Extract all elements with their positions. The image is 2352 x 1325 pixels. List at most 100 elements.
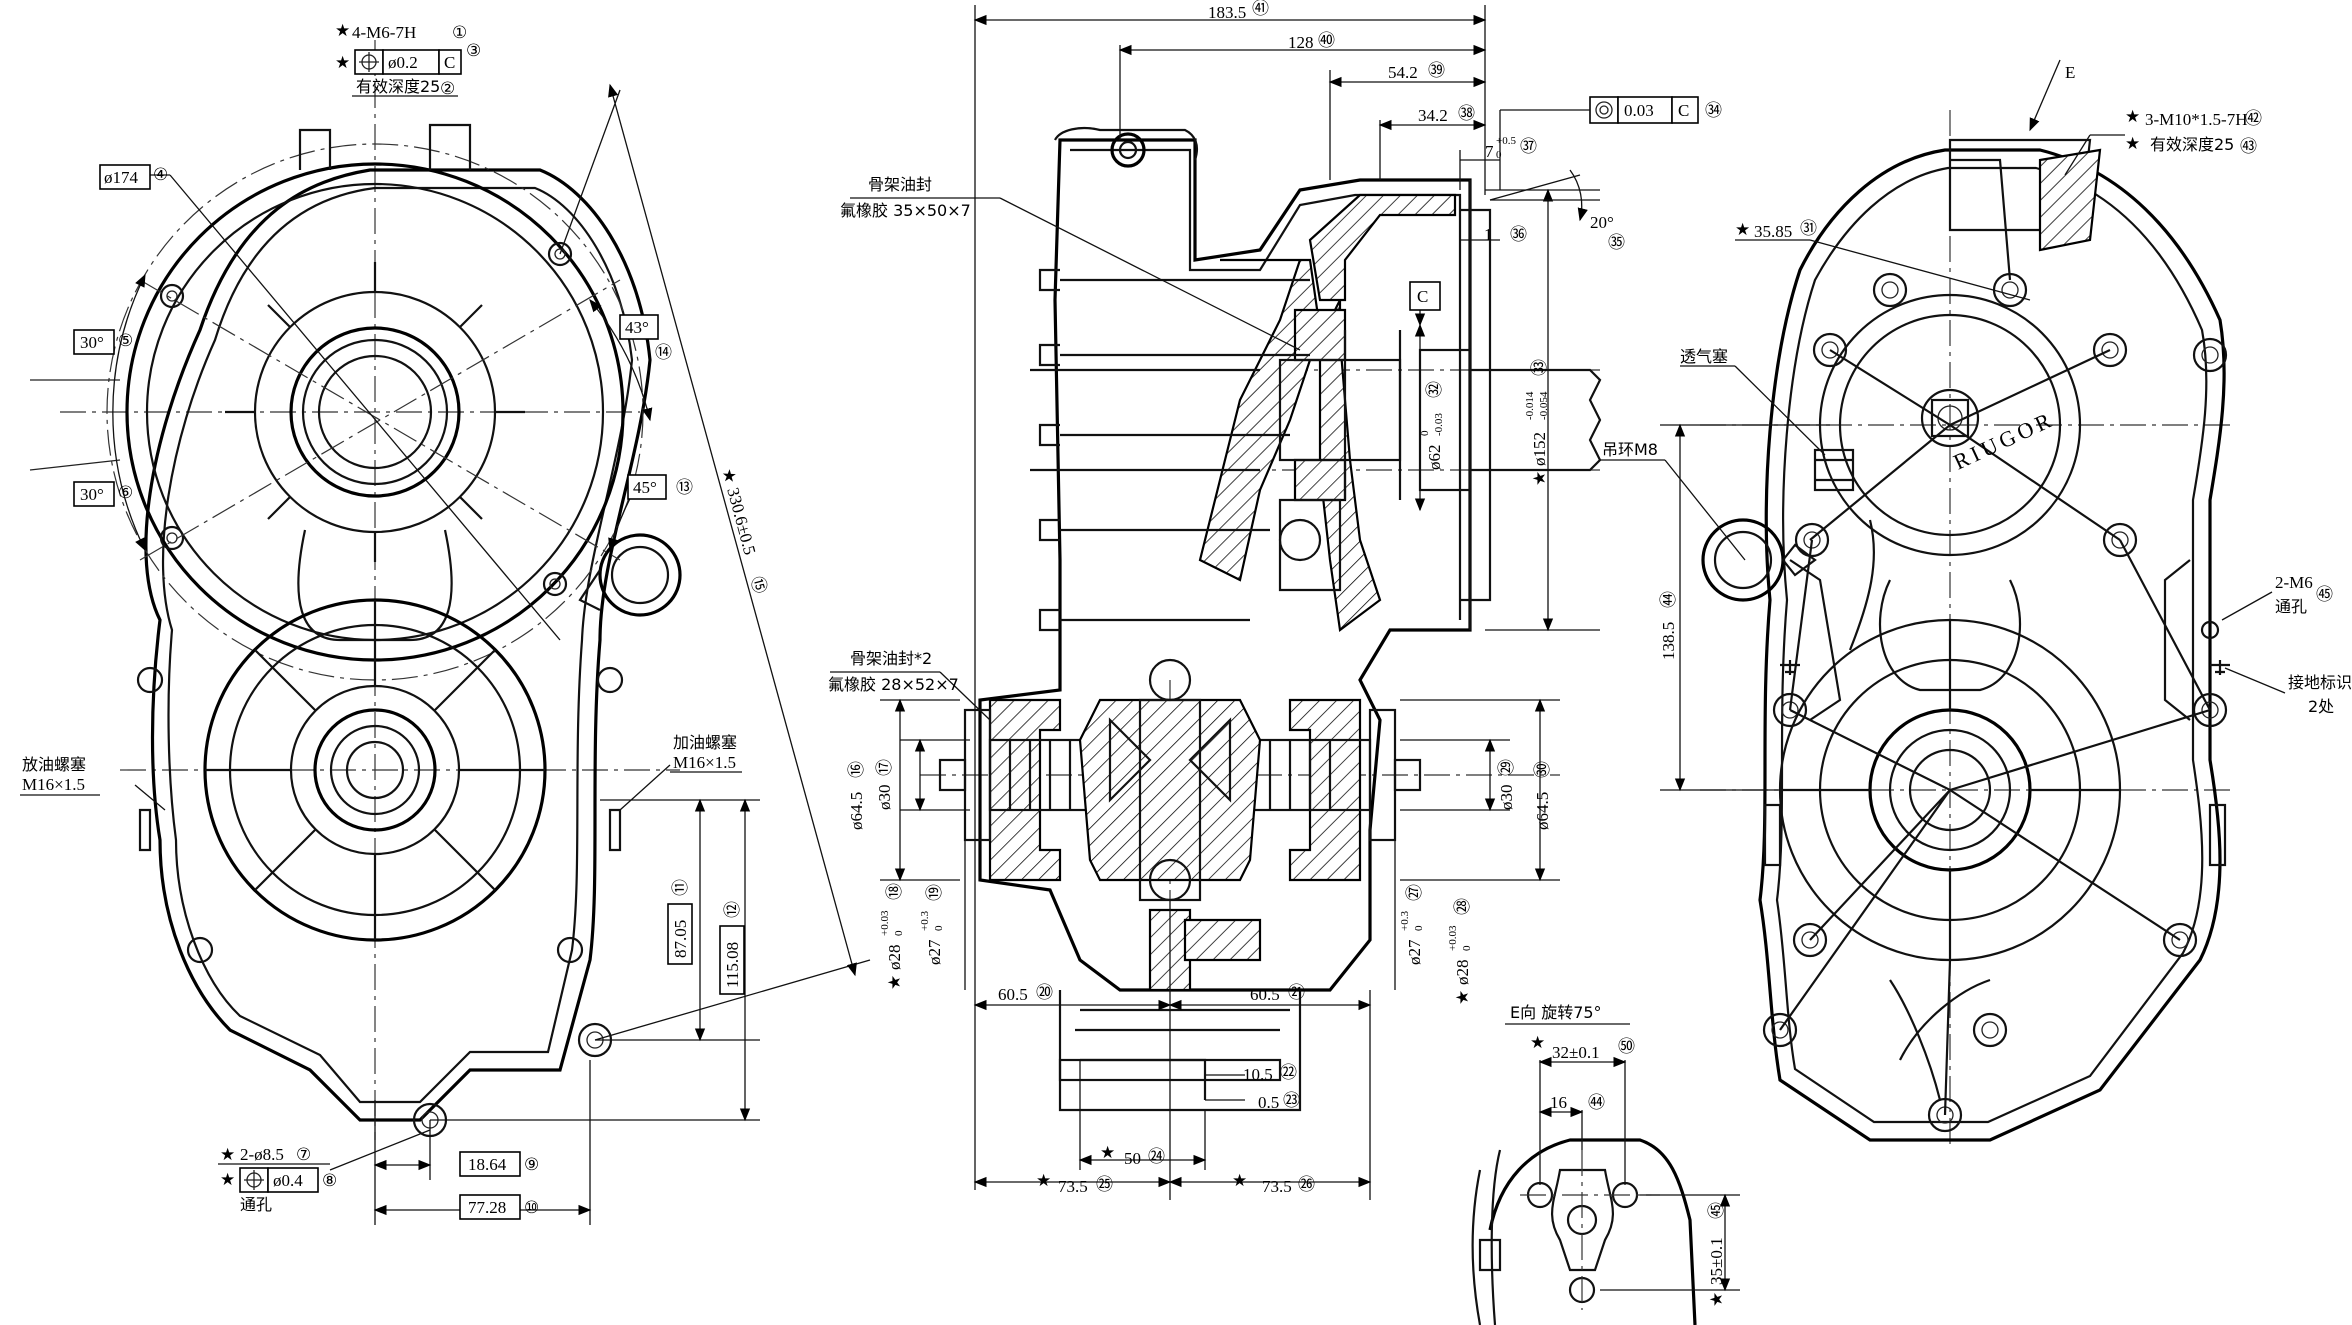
seal-bottom-spec: 氟橡胶 28×52×7 bbox=[828, 675, 959, 694]
right-view: E ★ 3-M10*1.5-7H ㊷ ★ 有效深度25 ㊸ ★ 35.85 ㉛ … bbox=[1600, 59, 2352, 1150]
mid-d-50-ref: ㉔ bbox=[1148, 1147, 1165, 1166]
star-mark: ★ bbox=[1036, 1171, 1051, 1191]
angle-30b-box bbox=[73, 481, 115, 507]
mid-runout-ref: ㉞ bbox=[1705, 101, 1722, 120]
svg-text:★: ★ bbox=[1707, 1292, 1727, 1307]
mid-d-152-label: ★ ø152 -0.014 -0.054 ㉝ bbox=[1524, 359, 1550, 486]
star-mark: ★ bbox=[1232, 1171, 1247, 1191]
mid-datum-c: C bbox=[1417, 287, 1428, 306]
runout-icon bbox=[1595, 101, 1613, 119]
star-mark: ★ bbox=[1530, 1033, 1545, 1053]
svg-text:㉗: ㉗ bbox=[1405, 884, 1424, 901]
ground-mark-count: 2处 bbox=[2308, 697, 2334, 716]
mid-d-7-tol: +0.5 bbox=[1496, 135, 1516, 147]
right-d-3585-ref: ㉛ bbox=[1800, 219, 1817, 238]
svg-text:ø152: ø152 bbox=[1530, 432, 1549, 466]
svg-text:ø30: ø30 bbox=[1497, 785, 1516, 811]
fill-plug-spec: M16×1.5 bbox=[673, 753, 736, 772]
mid-d-1835: 183.5 bbox=[1208, 3, 1246, 22]
mid-d-30-right-label: ø30 ㉙ bbox=[1497, 759, 1516, 810]
mid-d-342: 34.2 bbox=[1418, 106, 1448, 125]
detail-view-title: E向 旋转75° bbox=[1510, 1003, 1602, 1022]
right-bolt-holes bbox=[1762, 272, 2228, 1133]
mid-d-105-ref: ㉒ bbox=[1280, 1063, 1297, 1082]
left-hole-ref: ⑦ bbox=[296, 1145, 311, 1164]
left-angle-45-ref: ⑬ bbox=[676, 478, 693, 497]
left-dist-330: 330.6±0.5 bbox=[723, 485, 759, 556]
svg-text:㉝: ㉝ bbox=[1530, 359, 1549, 376]
right-depth-ref: ㊸ bbox=[2240, 137, 2257, 156]
mid-d-27-right-label: ø27 +0.3 0 ㉗ bbox=[1399, 884, 1425, 965]
dim-11508-label: 115.08 ⑫ bbox=[719, 901, 745, 995]
svg-text:ø28: ø28 bbox=[1453, 960, 1472, 986]
star-mark: ★ bbox=[1735, 220, 1750, 240]
detail-view-e: E向 旋转75° ★ 32±0.1 ㊿ 16 ㊹ ★ 35±0.1 ㊺ bbox=[1471, 1003, 1740, 1325]
mid-d-7-tol2: 0 bbox=[1496, 149, 1502, 161]
svg-text:ø64.5: ø64.5 bbox=[1533, 792, 1552, 830]
detail-d-32: 32±0.1 bbox=[1552, 1043, 1600, 1062]
right-thread-spec: 3-M10*1.5-7H bbox=[2145, 110, 2247, 129]
drain-plug-spec: M16×1.5 bbox=[22, 775, 85, 794]
mid-d-735-left-ref: ㉕ bbox=[1096, 1175, 1113, 1194]
svg-text:㊹: ㊹ bbox=[1659, 591, 1678, 608]
angle-45-box bbox=[627, 474, 667, 500]
mid-d-605-left-ref: ⑳ bbox=[1036, 983, 1053, 1002]
svg-text:★: ★ bbox=[1453, 990, 1473, 1005]
svg-text:㉘: ㉘ bbox=[1453, 898, 1472, 915]
svg-text:-0.014: -0.014 bbox=[1524, 391, 1536, 420]
svg-text:ø64.5: ø64.5 bbox=[847, 792, 866, 830]
left-datum-ref: ③ bbox=[466, 41, 481, 60]
svg-text:138.5: 138.5 bbox=[1659, 622, 1678, 660]
fill-plug-label: 加油螺塞 bbox=[673, 733, 737, 752]
mid-d-28-right-label: ★ ø28 +0.03 0 ㉘ bbox=[1447, 898, 1473, 1005]
left-angle-30a: 30° bbox=[80, 333, 104, 352]
middle-view: C 183.5 ㊶ 128 ㊵ 54.2 ㊴ bbox=[828, 0, 1722, 1200]
detail-d-35-label: ★ 35±0.1 ㊺ bbox=[1707, 1202, 1727, 1307]
svg-text:⑰: ⑰ bbox=[875, 759, 894, 776]
svg-text:ø62: ø62 bbox=[1425, 445, 1444, 471]
mid-d-605-right-ref: ㉑ bbox=[1288, 983, 1305, 1002]
left-depth-ref: ② bbox=[440, 79, 455, 98]
star-mark: ★ bbox=[335, 53, 350, 73]
mid-d-605-left: 60.5 bbox=[998, 985, 1028, 1004]
svg-text:0: 0 bbox=[1413, 925, 1425, 931]
mid-d-28-left-label: ★ ø28 +0.03 0 ⑱ bbox=[879, 883, 905, 990]
right-hole-ref: ㊺ bbox=[2316, 585, 2333, 604]
svg-text:⑪: ⑪ bbox=[671, 879, 690, 896]
svg-text:-0.03: -0.03 bbox=[1433, 413, 1445, 436]
left-dia-174: ø174 bbox=[104, 168, 139, 187]
left-hole-tol-ref: ⑧ bbox=[322, 1171, 337, 1190]
star-mark: ★ bbox=[2125, 107, 2140, 127]
star-mark: ★ bbox=[1100, 1143, 1115, 1163]
svg-text:★: ★ bbox=[885, 975, 905, 990]
left-dist-330-ref: ⑮ bbox=[747, 574, 770, 595]
detail-d-16: 16 bbox=[1550, 1093, 1567, 1112]
left-view: ★ 4-M6-7H ① ★ ø0.2 C ③ 有效深度25 ② ø174 ④ 3… bbox=[20, 21, 871, 1225]
svg-text:0: 0 bbox=[893, 930, 905, 936]
mid-d-645-left-label: ø64.5 ⑯ bbox=[847, 761, 866, 830]
mid-d-735-right: 73.5 bbox=[1262, 1177, 1292, 1196]
svg-text:-0.054: -0.054 bbox=[1538, 391, 1550, 420]
left-through-label: 通孔 bbox=[240, 1195, 272, 1214]
mid-d-50: 50 bbox=[1124, 1149, 1141, 1168]
svg-text:+0.03: +0.03 bbox=[1447, 925, 1459, 951]
mid-d-05: 0.5 bbox=[1258, 1093, 1279, 1112]
svg-text:ø27: ø27 bbox=[1405, 939, 1424, 965]
mid-d-605-right: 60.5 bbox=[1250, 985, 1280, 1004]
mid-d-7-ref: ㊲ bbox=[1520, 137, 1537, 156]
left-depth-note: 有效深度25 bbox=[356, 77, 440, 96]
detail-d-32-ref: ㊿ bbox=[1618, 1037, 1635, 1056]
mid-runout-datum: C bbox=[1678, 101, 1689, 120]
mid-d-05-ref: ㉓ bbox=[1283, 1091, 1300, 1110]
left-hole-spec: 2-ø8.5 bbox=[240, 1145, 284, 1164]
mid-d-645-right-label: ø64.5 ㉚ bbox=[1533, 761, 1552, 830]
mid-d-1835-ref: ㊶ bbox=[1252, 0, 1269, 18]
left-dim-1864: 18.64 bbox=[468, 1155, 507, 1174]
differential bbox=[988, 658, 1372, 992]
star-mark: ★ bbox=[2125, 134, 2140, 154]
svg-text:㉙: ㉙ bbox=[1497, 759, 1516, 776]
mid-d-62-label: ø62 0 -0.03 ㉜ bbox=[1419, 381, 1445, 470]
left-hole-tol: ø0.4 bbox=[273, 1171, 303, 1190]
mid-d-735-left: 73.5 bbox=[1058, 1177, 1088, 1196]
